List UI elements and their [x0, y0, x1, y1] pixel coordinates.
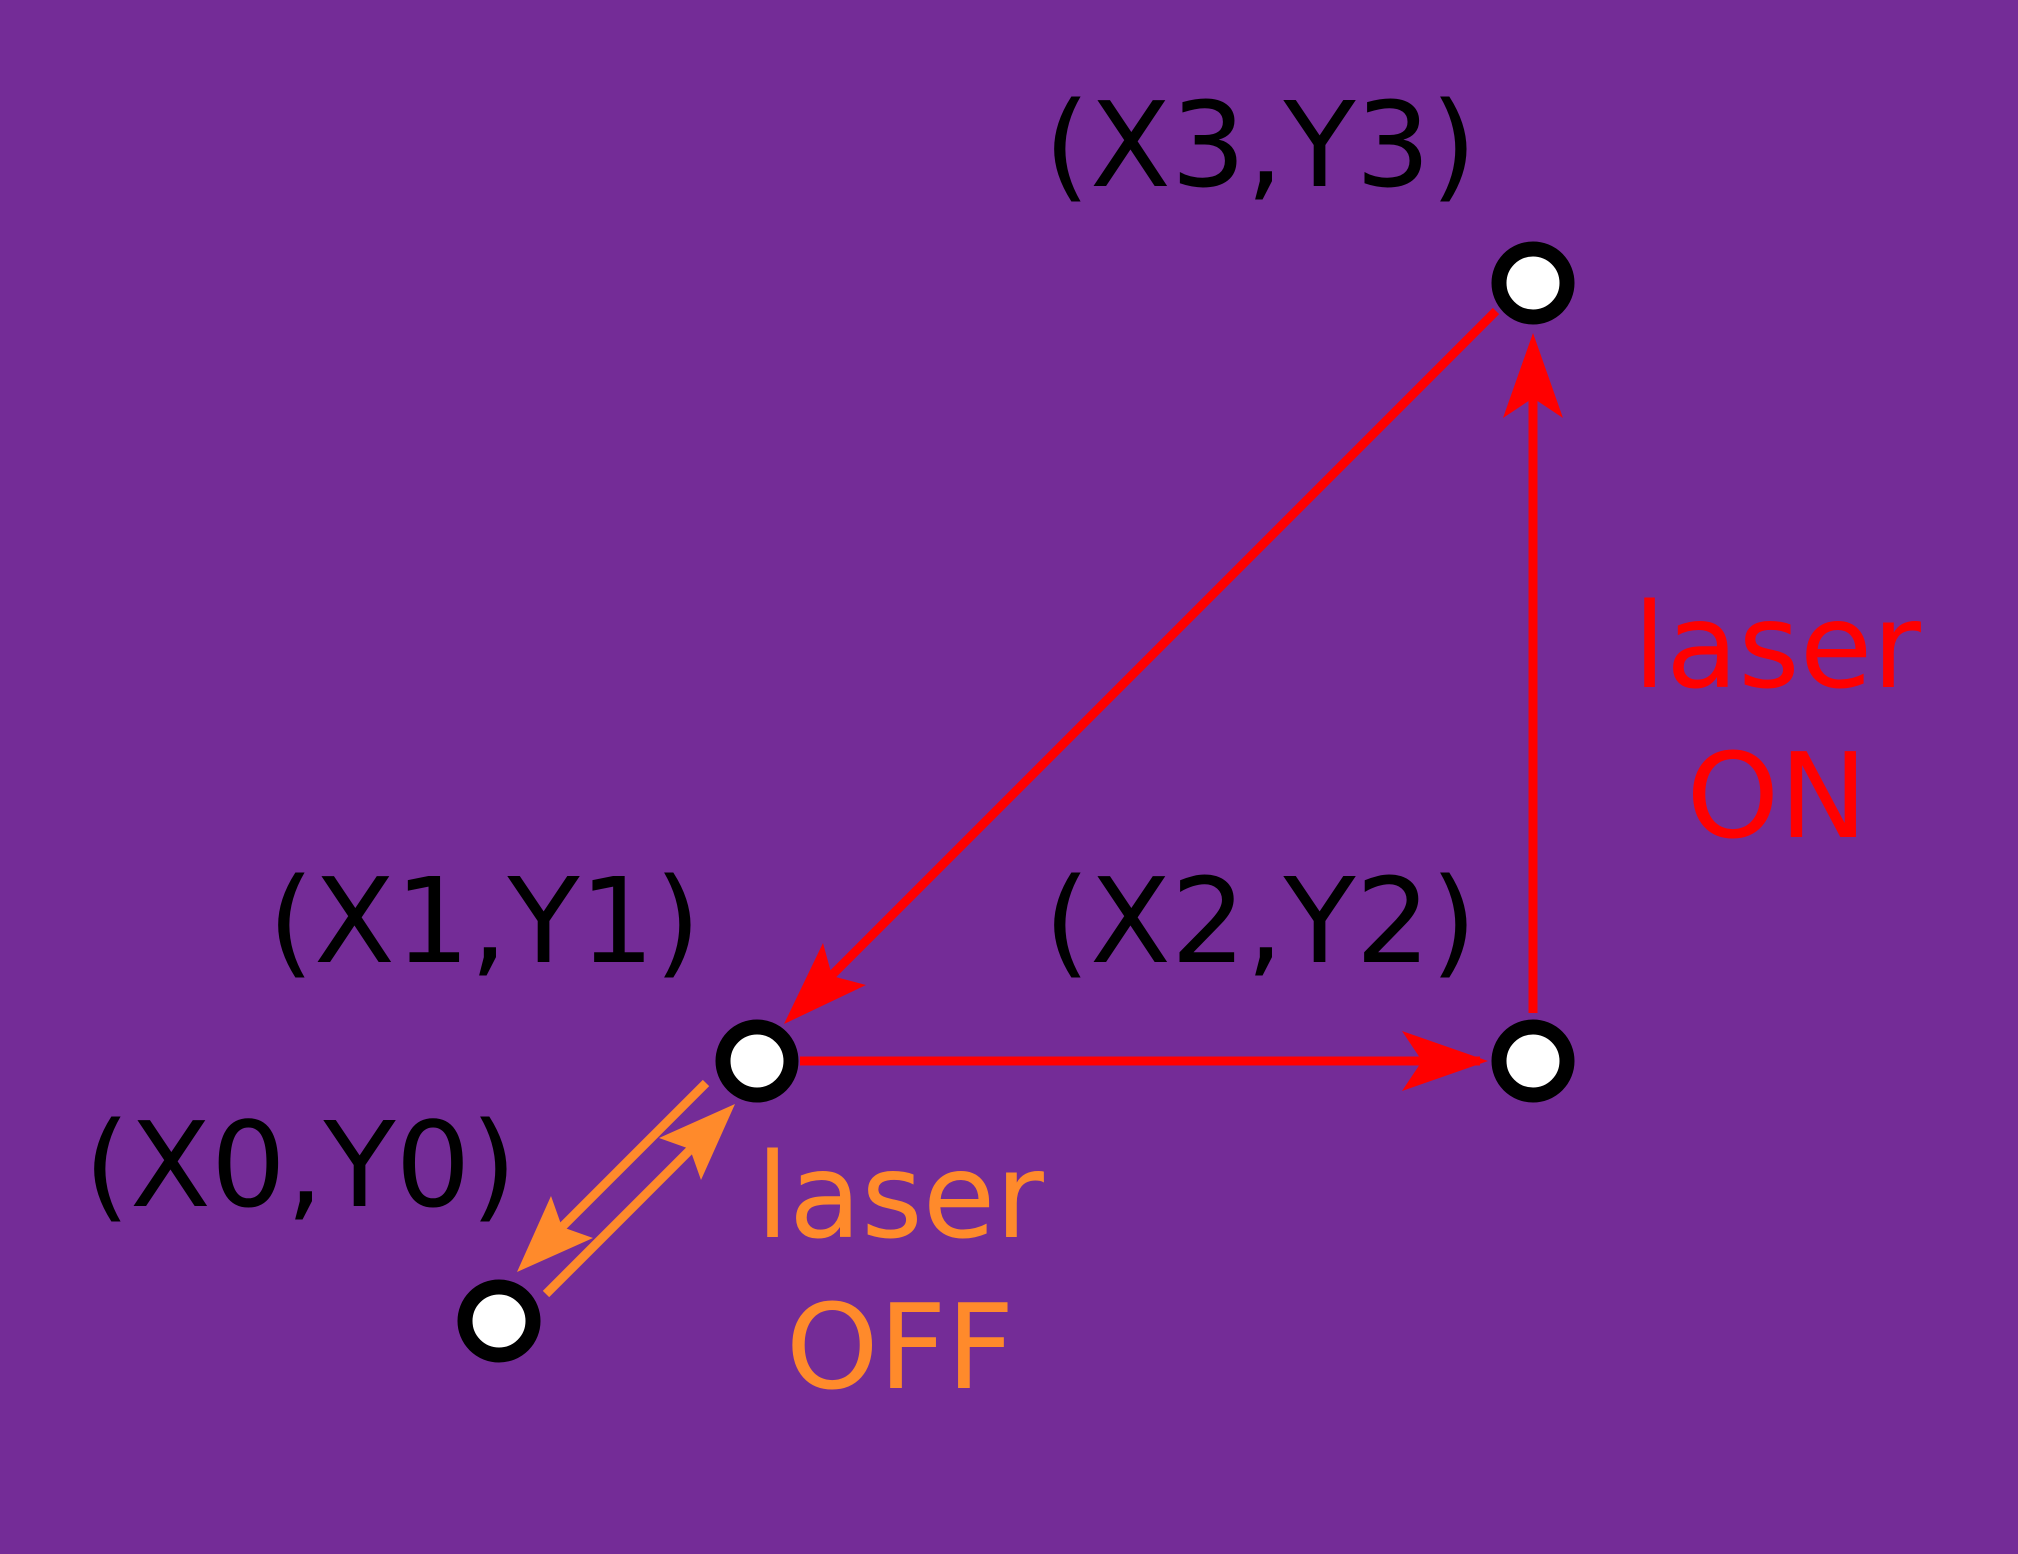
note-laser-off-line1: laser	[756, 1127, 1044, 1265]
arrowhead-p3-to-p1	[784, 943, 866, 1024]
node-x3-y3	[1491, 241, 1575, 325]
note-laser-on-line2: ON	[1686, 727, 1867, 865]
node-x1-y1	[715, 1019, 799, 1103]
edge-p3-to-p1	[806, 307, 1500, 1001]
node-x2-y2	[1491, 1019, 1575, 1103]
note-laser-on-line1: laser	[1633, 577, 1921, 715]
nodes	[457, 241, 1575, 1363]
edge-p0-to-p1	[542, 1136, 704, 1298]
laser-off-path	[517, 1079, 735, 1298]
note-laser-off: laser OFF	[756, 1127, 1044, 1416]
laser-on-path	[784, 307, 1563, 1091]
node-x0-y0	[457, 1279, 541, 1363]
label-x2-y2: (X2,Y2)	[1044, 852, 1477, 990]
arrowhead-p2-to-p3	[1503, 333, 1563, 418]
label-x1-y1: (X1,Y1)	[268, 852, 701, 990]
note-laser-on: laser ON	[1633, 577, 1921, 865]
arrowhead-p1-to-p0	[517, 1196, 593, 1272]
edge-p1-to-p0	[549, 1079, 710, 1240]
arrowhead-p1-to-p2	[1402, 1031, 1488, 1091]
note-laser-off-line2: OFF	[786, 1278, 1015, 1416]
label-x3-y3: (X3,Y3)	[1044, 76, 1477, 214]
label-x0-y0: (X0,Y0)	[84, 1096, 517, 1234]
arrowhead-p0-to-p1	[659, 1104, 735, 1180]
